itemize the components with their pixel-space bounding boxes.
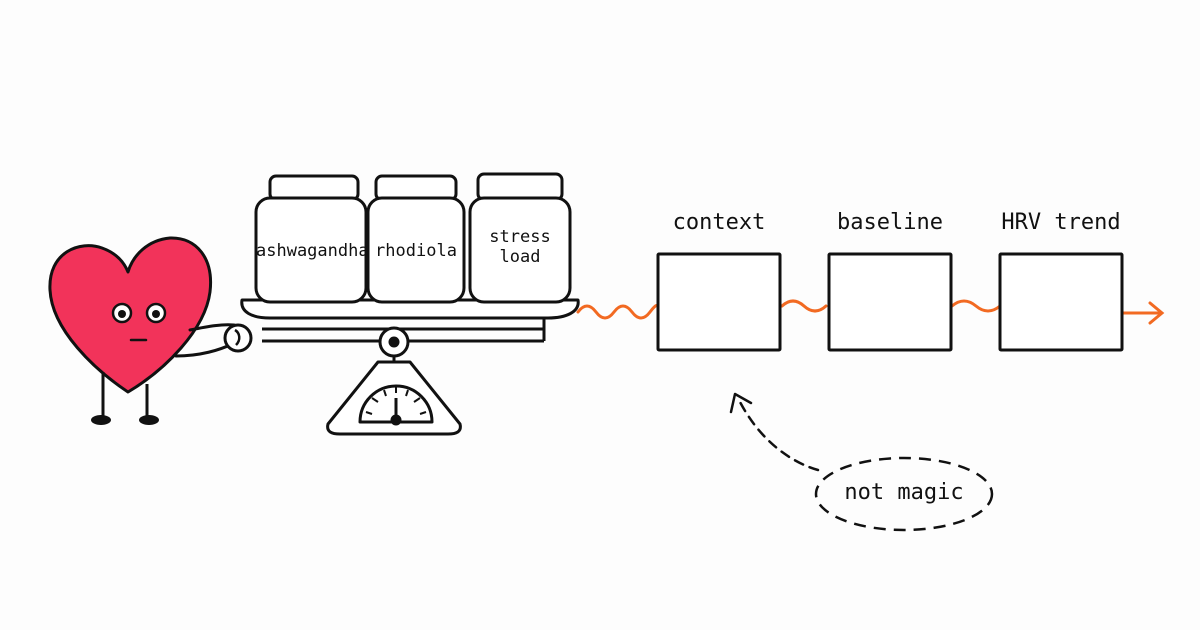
connector-context-to-baseline [780,299,828,313]
note-arrow-head-icon [729,392,753,414]
connector-baseline-to-hrv [950,299,1002,313]
scale-tray-icon [240,298,580,320]
step-box-hrv-trend [998,252,1124,352]
jar-label-rhodiola: rhodiola [375,241,457,261]
jar-rhodiola-icon [366,174,466,304]
balance-scale [240,298,580,436]
step-label-hrv-trend: HRV trend [1001,210,1121,235]
connector-scale-to-context [576,304,660,320]
heart-hand-icon [223,323,253,353]
step-label-baseline: baseline [837,210,943,235]
flow-connectors [576,299,1165,325]
jar-label-ashwagandha: ashwagandha [256,241,369,261]
step-box-baseline [827,252,953,352]
jar-stress-load-icon [468,172,572,304]
step-box-context [656,252,782,352]
step-label-context: context [672,210,766,235]
heart-foot-right-icon [139,415,159,425]
arrow-head-icon [1148,301,1165,325]
note-bubble [814,456,994,532]
heart-arm-icon [188,323,236,332]
jar-ashwagandha-icon [254,174,368,304]
note-pointer-arrow [738,400,820,472]
heart-foot-left-icon [91,415,111,425]
heart-character [48,236,253,425]
note-label: not magic [844,480,964,505]
jar-label-stress-load: stress load [489,227,551,267]
